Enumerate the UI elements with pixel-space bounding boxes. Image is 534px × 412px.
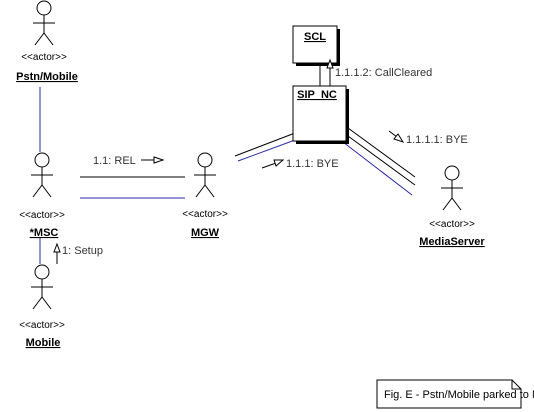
object-scl[interactable]: SCL (292, 25, 340, 66)
actor-name-mobile: Mobile (26, 337, 61, 349)
actor-name-mediaserver: MediaServer (419, 236, 485, 248)
actor-mobile[interactable]: <<actor>> Mobile (19, 264, 65, 349)
actor-mgw[interactable]: <<actor>> MGW (182, 152, 228, 239)
message-bye-sipnc: 1.1.1: BYE (261, 158, 339, 170)
link-sipnc-ms-3 (342, 141, 413, 196)
actor-stereotype: <<actor>> (21, 52, 67, 63)
message-setup: 1: Setup (53, 242, 103, 264)
actor-head-icon (36, 0, 52, 16)
arrow-upright-icon (273, 159, 285, 167)
actor-head-icon (197, 152, 213, 168)
message-label: 1.1.1.1: BYE (406, 134, 468, 146)
actor-stereotype: <<actor>> (19, 320, 65, 331)
actor-name-msc: *MSC (30, 227, 59, 239)
actor-stereotype: <<actor>> (182, 209, 228, 220)
caption-text: Fig. E - Pstn/Mobile parked to MediaServ… (384, 389, 534, 401)
message-label: 1.1: REL (93, 155, 136, 167)
arrow-downright-icon (393, 133, 405, 143)
actor-head-icon (444, 165, 460, 181)
actor-head-icon (34, 152, 50, 168)
link-sipnc-ms-1 (347, 127, 416, 178)
note-fold-icon (511, 380, 521, 390)
actor-mediaserver[interactable]: <<actor>> MediaServer (419, 165, 485, 248)
message-label: 1: Setup (62, 245, 103, 257)
actor-name-pstn-mobile: Pstn/Mobile (16, 71, 78, 83)
arrow-up-icon (53, 242, 61, 253)
message-rel: 1.1: REL (93, 155, 165, 167)
actor-stereotype: <<actor>> (429, 219, 475, 230)
arrow-right-icon (153, 156, 165, 164)
arrow-up-icon (326, 58, 334, 69)
caption-note: Fig. E - Pstn/Mobile parked to MediaServ… (376, 379, 534, 409)
object-sipnc[interactable]: SIP_NC (292, 85, 349, 144)
link-mgw-sipnc-1 (234, 132, 296, 157)
object-name-sipnc: SIP_NC (297, 89, 337, 101)
actor-msc[interactable]: <<actor>> *MSC (19, 152, 65, 239)
message-label: 1.1.1: BYE (286, 158, 339, 170)
actor-stereotype: <<actor>> (19, 210, 65, 221)
actor-pstn-mobile[interactable]: <<actor>> Pstn/Mobile (16, 0, 78, 83)
message-label: 1.1.1.2: CallCleared (335, 67, 432, 79)
actor-name-mgw: MGW (191, 227, 220, 239)
message-callcleared: 1.1.1.2: CallCleared (326, 58, 432, 86)
link-sipnc-ms-2 (347, 135, 416, 186)
actor-head-icon (34, 264, 50, 280)
link-mgw-sipnc-2 (237, 139, 296, 162)
message-bye-mediaserver: 1.1.1.1: BYE (388, 130, 468, 146)
object-name-scl: SCL (304, 31, 326, 43)
